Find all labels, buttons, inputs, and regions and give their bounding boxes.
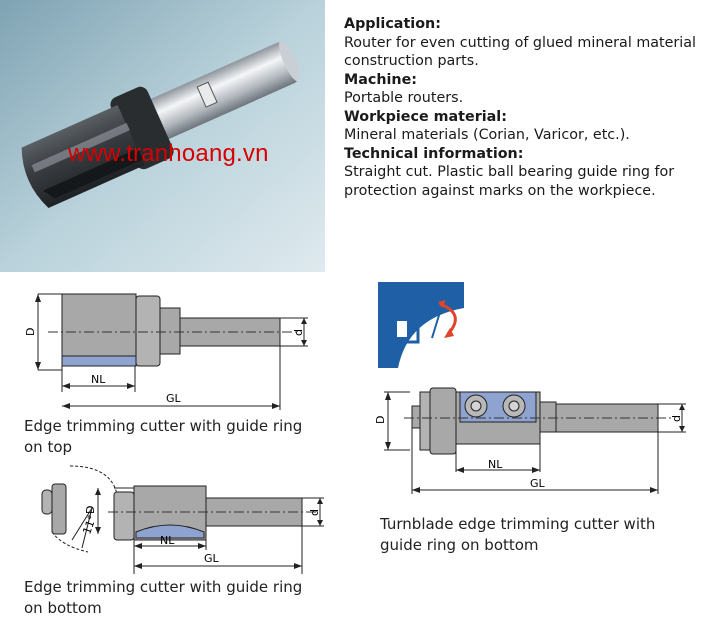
product-photo — [0, 0, 325, 272]
application-heading: Application: — [344, 16, 441, 32]
machine-text: Portable routers. — [344, 90, 464, 106]
top-ring-NL-label: NL — [91, 373, 106, 386]
turnblade-D-label: D — [374, 416, 387, 424]
top-ring-GL-label: GL — [166, 392, 182, 405]
machine-heading: Machine: — [344, 71, 418, 88]
diagram-bottom-ring: 11° D d NL GL — [41, 465, 324, 574]
top-ring-d-label: d — [292, 329, 305, 336]
bottom-ring-GL-label: GL — [204, 552, 220, 565]
turnblade-caption: Turnblade edge trimming cutter with guid… — [380, 515, 656, 554]
technical-text: Straight cut. Plastic ball bearing guide… — [344, 164, 675, 199]
turnblade-d-label: d — [670, 415, 683, 422]
info-panel: Application: Router for even cutting of … — [344, 15, 706, 200]
workpiece-heading: Workpiece material: — [344, 108, 507, 125]
watermark-text: www.tranhoang.vn — [68, 140, 269, 167]
diagram-turnblade: D d NL GL — [374, 387, 686, 494]
top-ring-D-label: D — [24, 328, 37, 336]
diagram-top-ring: D d NL GL — [24, 293, 308, 410]
turnblade-NL-label: NL — [488, 458, 503, 471]
technical-heading: Technical information: — [344, 145, 524, 162]
turnblade-GL-label: GL — [530, 477, 546, 490]
bottom-ring-D-label: D — [84, 506, 97, 514]
bottom-ring-d-label: d — [308, 509, 321, 516]
bottom-ring-caption: Edge trimming cutter with guide ring on … — [24, 578, 303, 617]
workpiece-text: Mineral materials (Corian, Varicor, etc.… — [344, 127, 630, 143]
turnblade-icon — [378, 282, 464, 368]
top-ring-caption: Edge trimming cutter with guide ring on … — [24, 417, 303, 456]
bottom-ring-NL-label: NL — [160, 534, 175, 547]
application-text: Router for even cutting of glued mineral… — [344, 34, 697, 70]
bottom-ring-angle-label: 11° — [80, 513, 99, 536]
